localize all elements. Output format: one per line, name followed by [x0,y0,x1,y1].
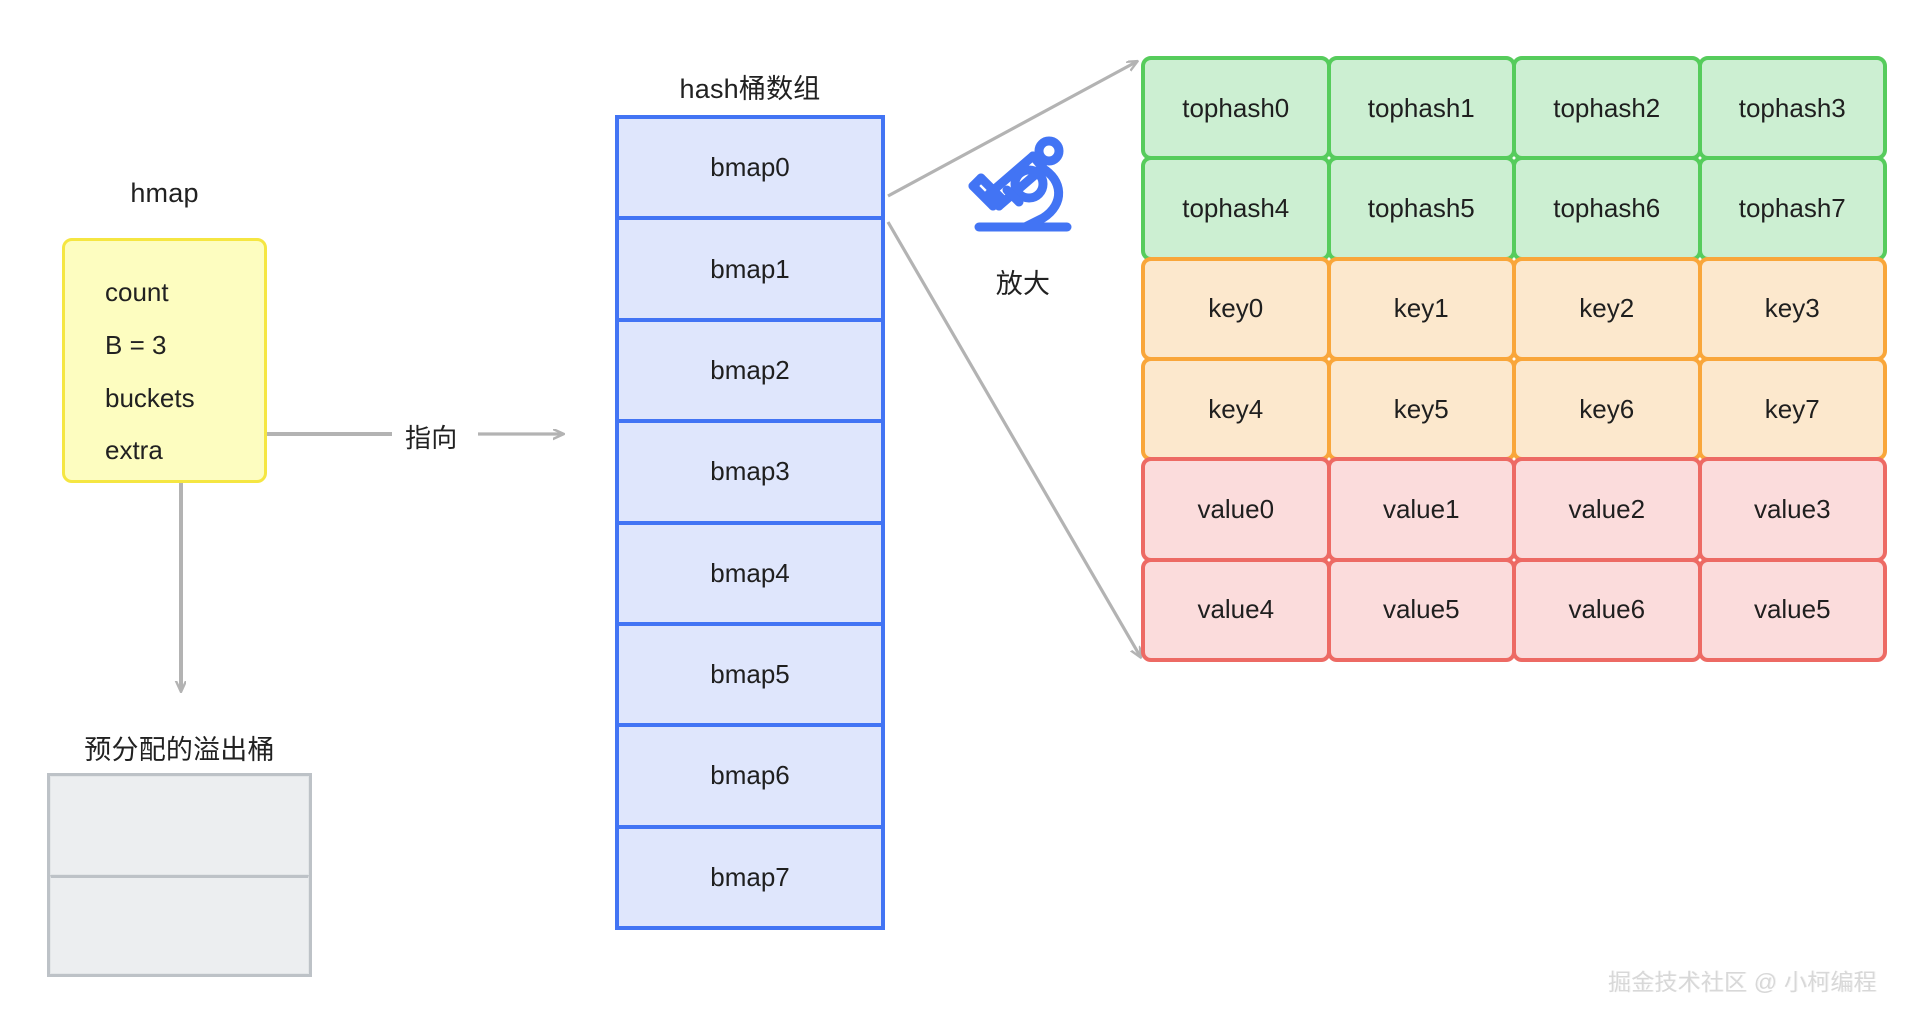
detail-cell-tophash6: tophash6 [1512,156,1702,261]
overflow-buckets-box [47,773,312,977]
detail-cell-tophash2: tophash2 [1512,56,1702,161]
points-to-label: 指向 [405,423,458,453]
detail-cell-value7: value5 [1697,557,1887,662]
watermark: 掘金技术社区 @ 小柯编程 [1608,969,1877,995]
detail-cell-tophash0: tophash0 [1141,56,1331,161]
overflow-buckets-title: 预分配的溢出桶 [84,735,275,765]
bucket-cell-bmap4: bmap4 [619,520,881,622]
detail-cell-tophash4: tophash4 [1141,156,1331,261]
detail-cell-value3: value3 [1697,457,1887,562]
bucket-cell-bmap1: bmap1 [619,216,881,318]
detail-cell-key5: key5 [1326,357,1516,462]
bmap-detail-grid: tophash0 tophash1 tophash2 tophash3 toph… [1141,56,1887,662]
detail-cell-key7: key7 [1697,357,1887,462]
overflow-bucket-cell [50,875,309,974]
hmap-struct-box: count B = 3 buckets extra [62,238,267,483]
bucket-cell-bmap7: bmap7 [619,824,881,926]
detail-cell-tophash1: tophash1 [1326,56,1516,161]
overflow-bucket-cell [50,776,309,875]
hmap-field-extra: extra [105,435,163,465]
bucket-cell-bmap5: bmap5 [619,621,881,724]
microscope-icon [968,136,1072,232]
bucket-cell-bmap2: bmap2 [619,317,881,420]
detail-cell-key6: key6 [1512,357,1702,462]
detail-cell-value2: value2 [1512,457,1702,562]
detail-cell-value5: value5 [1326,557,1516,662]
detail-cell-value4: value4 [1141,557,1331,662]
bucket-array-title: hash桶数组 [679,74,821,104]
detail-cell-value1: value1 [1326,457,1516,562]
detail-cell-key1: key1 [1326,256,1516,361]
detail-cell-tophash7: tophash7 [1697,156,1887,261]
magnify-label: 放大 [995,269,1051,299]
bucket-cell-bmap3: bmap3 [619,419,881,521]
bucket-cell-bmap6: bmap6 [619,723,881,825]
hmap-field-b: B = 3 [105,330,167,360]
detail-cell-tophash3: tophash3 [1697,56,1887,161]
detail-cell-value6: value6 [1512,557,1702,662]
bucket-array-column: bmap0 bmap1 bmap2 bmap3 bmap4 bmap5 bmap… [615,115,885,930]
detail-cell-tophash5: tophash5 [1326,156,1516,261]
detail-cell-key0: key0 [1141,256,1331,361]
detail-cell-key3: key3 [1697,256,1887,361]
detail-cell-key4: key4 [1141,357,1331,462]
detail-cell-value0: value0 [1141,457,1331,562]
hmap-title: hmap [130,178,199,208]
detail-cell-key2: key2 [1512,256,1702,361]
hmap-field-count: count [105,277,169,307]
bucket-cell-bmap0: bmap0 [619,119,881,217]
hmap-field-buckets: buckets [105,383,195,413]
